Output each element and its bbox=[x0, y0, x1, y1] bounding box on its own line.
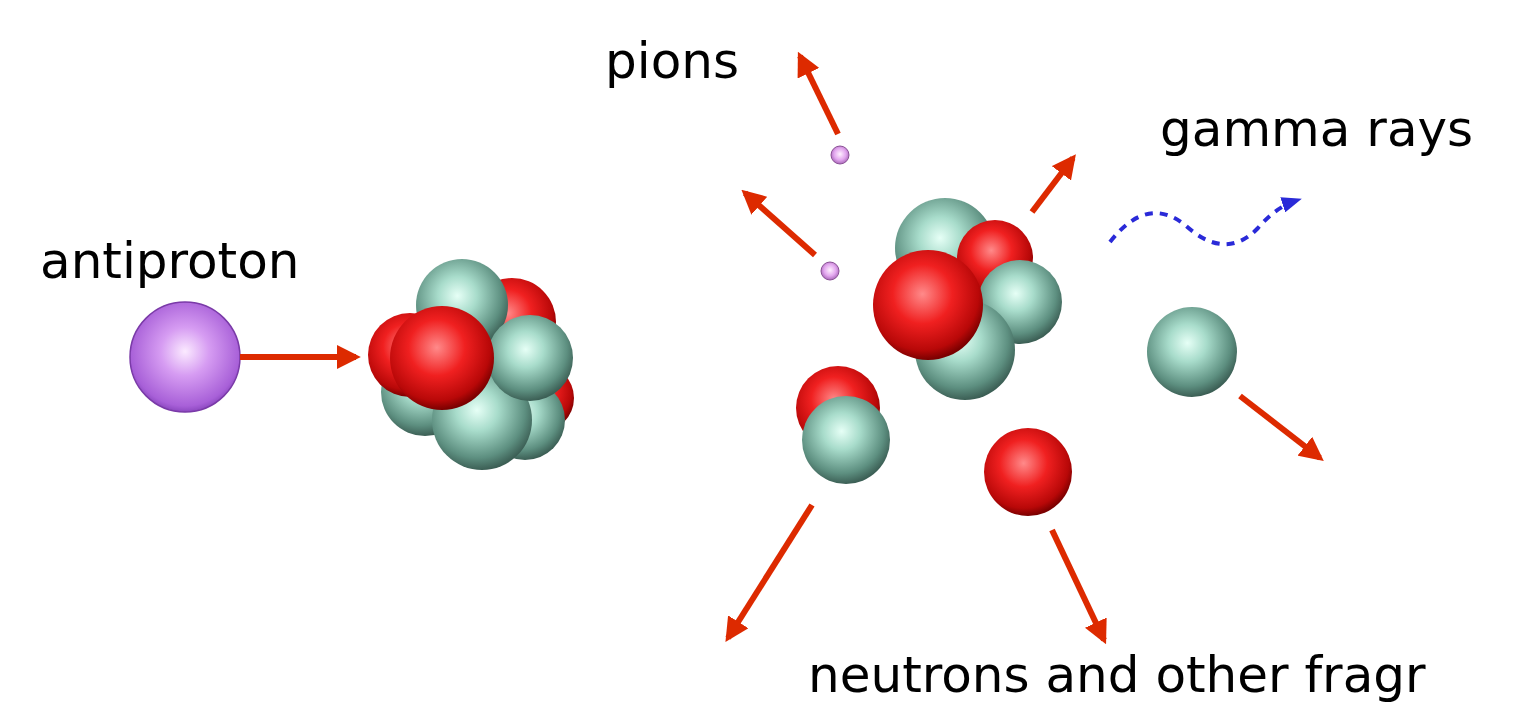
text-label: gamma rays bbox=[1160, 104, 1473, 154]
text-label: neutrons and other fragr bbox=[808, 650, 1426, 700]
neutron-sphere bbox=[1147, 307, 1237, 397]
pion bbox=[821, 262, 839, 280]
target-nucleus bbox=[368, 259, 574, 470]
pion-arrow bbox=[745, 193, 815, 255]
gamma-ray-wave bbox=[1110, 200, 1298, 244]
text-label: antiproton bbox=[40, 236, 300, 286]
neutron-arrow bbox=[1240, 396, 1320, 458]
text-label: pions bbox=[605, 36, 739, 86]
pion bbox=[831, 146, 849, 164]
proton-arrow bbox=[1052, 530, 1104, 640]
fragment-arrow bbox=[728, 505, 812, 638]
light-fragment bbox=[796, 366, 890, 484]
fragment-arrow bbox=[1032, 158, 1073, 212]
residual-nucleus bbox=[873, 198, 1062, 400]
pion-arrow bbox=[800, 56, 838, 134]
antiproton-sphere bbox=[130, 302, 240, 412]
incoming-arrow bbox=[240, 354, 356, 360]
proton-sphere bbox=[984, 428, 1072, 516]
